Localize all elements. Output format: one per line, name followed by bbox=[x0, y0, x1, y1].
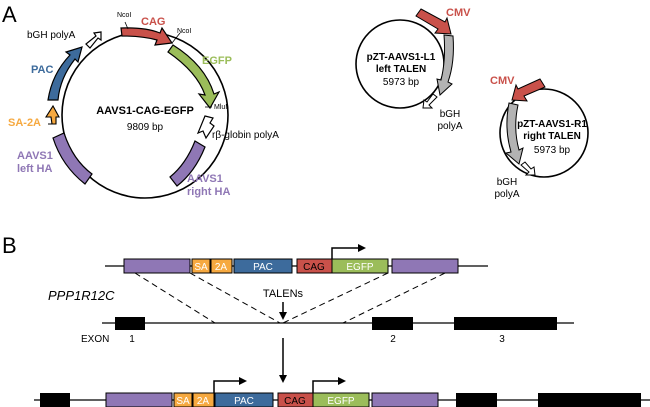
targeted-left-ha-box bbox=[105, 392, 173, 407]
main-plasmid-size: 9809 bp bbox=[127, 122, 164, 133]
rbglobin-polya-segment bbox=[196, 115, 215, 140]
right-talen-name: pZT-AAVS1-R1 bbox=[517, 119, 587, 130]
left-talen-subtitle: left TALEN bbox=[376, 64, 426, 75]
donor-cag-promoter-arrow bbox=[331, 244, 366, 259]
egfp-segment bbox=[167, 44, 221, 110]
left-ha-label-line1: AAVS1 bbox=[17, 150, 53, 162]
left-talen-bgh-label-line2: polyA bbox=[437, 121, 462, 132]
targeted-exon-2-box bbox=[456, 393, 497, 407]
right-talen-coding-segment bbox=[504, 102, 524, 165]
donor-2a-label: 2A bbox=[215, 262, 228, 273]
cag-label: CAG bbox=[141, 16, 165, 28]
main-plasmid-name: AAVS1-CAG-EGFP bbox=[96, 105, 194, 117]
right-talen-subtitle: right TALEN bbox=[523, 131, 581, 142]
sa2a-segment bbox=[44, 104, 60, 125]
exon-3-number: 3 bbox=[499, 334, 505, 345]
exon-2-number: 2 bbox=[390, 334, 396, 345]
sa2a-label: SA-2A bbox=[8, 117, 41, 129]
targeted-sa-label: SA bbox=[176, 396, 190, 407]
donor-sa-label: SA bbox=[194, 262, 208, 273]
right-ha-segment bbox=[169, 140, 206, 187]
right-talen-cmv-segment bbox=[511, 78, 546, 102]
donor-egfp-box bbox=[331, 258, 389, 274]
targeted-pac-box bbox=[214, 392, 274, 407]
rbglobin-polya-label: rβ-globin polyA bbox=[212, 130, 279, 141]
left-talen-cmv-label: CMV bbox=[446, 7, 471, 19]
right-talen-size: 5973 bp bbox=[534, 145, 571, 156]
targeted-2a-label: 2A bbox=[197, 396, 210, 407]
donor-pac-box bbox=[233, 258, 293, 274]
targeted-endogenous-promoter-arrow bbox=[213, 377, 247, 393]
left-talen-bgh-segment bbox=[422, 93, 438, 109]
pac-segment bbox=[47, 46, 83, 101]
donor-2a-box bbox=[210, 258, 233, 274]
right-ha-label-line1: AAVS1 bbox=[187, 173, 223, 185]
right-ha-label-line2: right HA bbox=[187, 186, 230, 198]
main-plasmid-map: NcoI NcoI MluI CAG EGFP PAC SA-2A bGH po… bbox=[8, 12, 279, 199]
genomic-locus: EXON 1 2 3 bbox=[81, 317, 574, 345]
left-talen-plasmid-map: CMV pZT-AAVS1-L1 left TALEN 5973 bp bGH … bbox=[355, 7, 471, 132]
right-talen-plasmid-map: CMV pZT-AAVS1-R1 right TALEN 5973 bp bGH… bbox=[490, 75, 589, 200]
gene-name-label: PPP1R12C bbox=[48, 288, 115, 303]
donor-left-ha-box bbox=[123, 258, 191, 274]
targeted-cag-label: CAG bbox=[284, 396, 306, 407]
targeted-pac-label: PAC bbox=[234, 396, 254, 407]
exon-1-number: 1 bbox=[129, 334, 135, 345]
targeted-cag-promoter-arrow bbox=[312, 377, 346, 393]
exon-label: EXON bbox=[81, 334, 109, 345]
targeted-exon-1-box bbox=[40, 393, 70, 407]
bgh-polya-label: bGH polyA bbox=[27, 30, 76, 41]
exon-1-box bbox=[115, 317, 145, 330]
targeted-exon-3-box bbox=[538, 393, 641, 407]
targeted-sa-box bbox=[173, 392, 193, 407]
donor-cag-label: CAG bbox=[303, 262, 325, 273]
left-ha-label-line2: left HA bbox=[17, 163, 53, 175]
right-talen-backbone bbox=[499, 88, 589, 178]
exon-3-box bbox=[454, 317, 557, 330]
egfp-label: EGFP bbox=[202, 55, 232, 67]
donor-sa-box bbox=[191, 258, 211, 274]
left-talen-cmv-segment bbox=[415, 8, 452, 35]
pac-label: PAC bbox=[31, 64, 53, 76]
left-ha-segment bbox=[52, 132, 93, 185]
donor-egfp-label: EGFP bbox=[346, 262, 374, 273]
left-talen-name: pZT-AAVS1-L1 bbox=[367, 52, 436, 63]
talens-label: TALENs bbox=[263, 288, 304, 300]
exon-2-box bbox=[372, 317, 413, 330]
left-talen-coding-segment bbox=[436, 34, 454, 96]
left-talen-bgh-label-line1: bGH bbox=[440, 109, 461, 120]
targeted-egfp-label: EGFP bbox=[327, 396, 355, 407]
ncoi-site-2-label: NcoI bbox=[177, 28, 191, 35]
panel-b-label: B bbox=[2, 233, 17, 258]
donor-construct: SA 2A PAC CAG EGFP bbox=[105, 244, 488, 274]
right-talen-bgh-segment bbox=[520, 161, 536, 176]
donor-right-ha-box bbox=[391, 258, 459, 274]
panel-a-label: A bbox=[2, 2, 17, 27]
left-talen-size: 5973 bp bbox=[383, 77, 420, 88]
right-talen-bgh-label-line1: bGH bbox=[497, 177, 518, 188]
right-talen-cmv-label: CMV bbox=[490, 75, 515, 87]
right-talen-bgh-label-line2: polyA bbox=[494, 189, 519, 200]
targeted-right-ha-box bbox=[371, 392, 439, 407]
ncoi-site-1-label: NcoI bbox=[117, 12, 131, 19]
mlui-site-label: MluI bbox=[214, 104, 227, 111]
homology-dashed-lines bbox=[134, 272, 446, 324]
bgh-polya-segment bbox=[85, 31, 102, 49]
targeted-2a-box bbox=[192, 392, 215, 407]
targeted-egfp-box bbox=[312, 392, 370, 407]
targeted-allele: SA 2A PAC CAG EGFP bbox=[34, 377, 650, 407]
donor-pac-label: PAC bbox=[253, 262, 273, 273]
cag-segment bbox=[120, 26, 174, 46]
